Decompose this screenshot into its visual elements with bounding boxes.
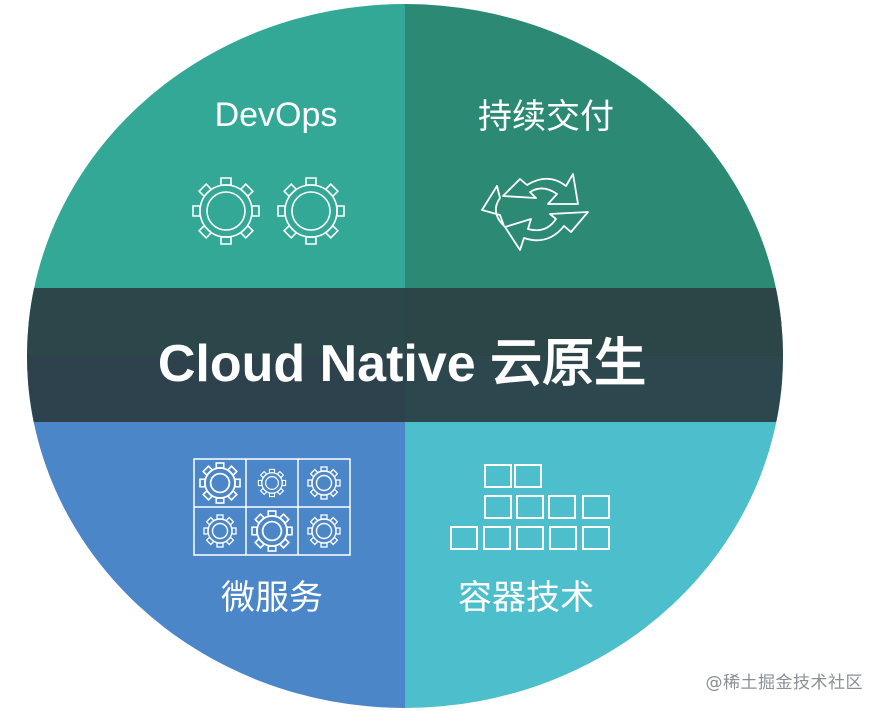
watermark: @稀土掘金技术社区 xyxy=(705,673,863,693)
center-title: Cloud Native 云原生 xyxy=(158,335,646,393)
devops-label: DevOps xyxy=(215,96,338,134)
containers-icon xyxy=(450,464,610,550)
continuous-delivery-label: 持续交付 xyxy=(478,97,614,137)
containers-label: 容器技术 xyxy=(458,578,594,618)
microservice-grid-icon xyxy=(190,453,351,561)
cycle-arrows-icon xyxy=(481,173,589,251)
microservices-label: 微服务 xyxy=(221,578,323,618)
center-band xyxy=(27,288,783,422)
